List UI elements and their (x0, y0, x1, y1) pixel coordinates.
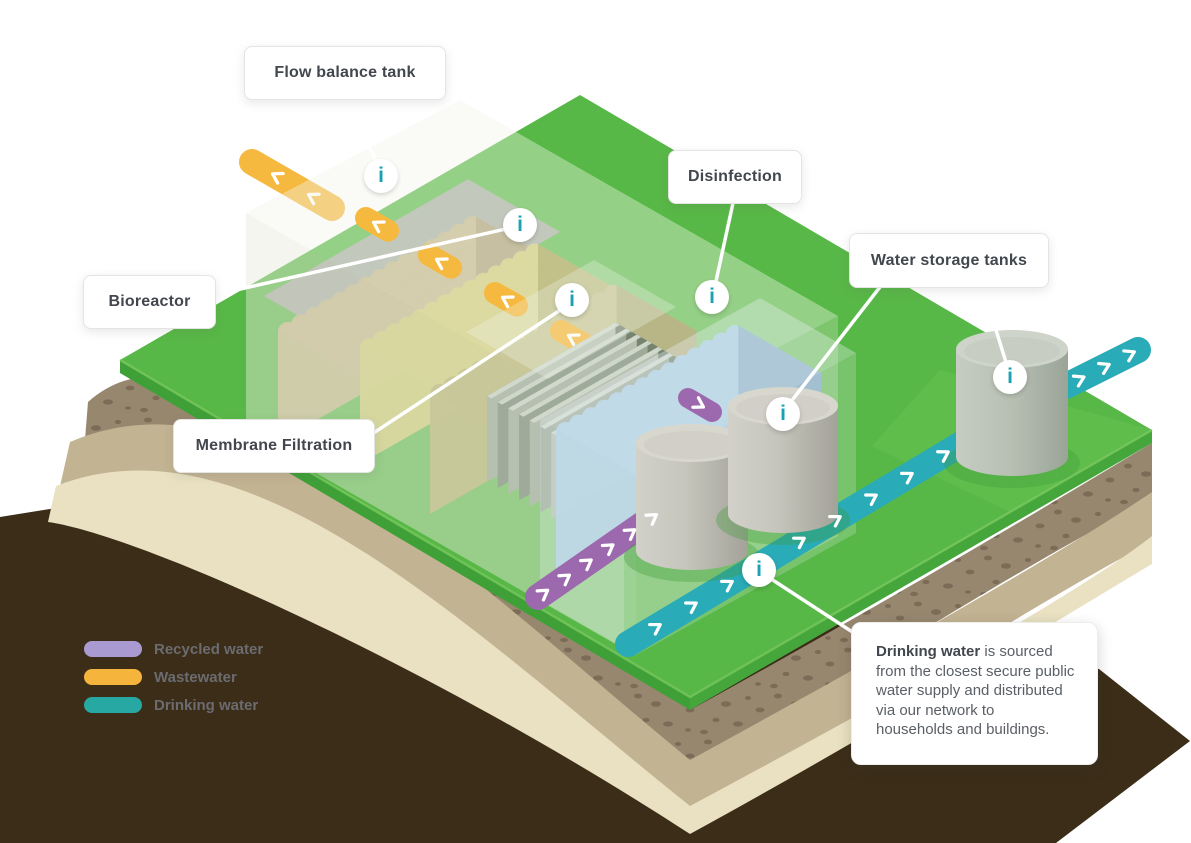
info-glyph: i (709, 284, 715, 308)
label-flow-balance-tank-text: Flow balance tank (274, 64, 416, 81)
label-disinfection-text: Disinfection (688, 168, 782, 185)
info-icon-drinking-water-pipe[interactable]: i (742, 553, 776, 587)
membrane-fin-top (508, 334, 642, 411)
flow-chevron (644, 513, 659, 526)
storage-tank-1-top-inner (644, 431, 740, 459)
flow-chevron (828, 514, 842, 528)
flow-chevron (622, 528, 637, 542)
soil-layer-tan (58, 424, 1152, 814)
recycled-water-stub (678, 388, 722, 422)
connector-line (981, 286, 1011, 374)
label-bioreactor-text: Bioreactor (108, 293, 191, 310)
connector-line (212, 224, 521, 297)
flow-chevron (535, 588, 550, 602)
wastewater-stub-pipe (550, 320, 594, 355)
info-icon-flow-balance-tank[interactable]: i (364, 159, 398, 193)
flow-chevron (371, 220, 386, 234)
legend-label: Wastewater (154, 668, 237, 686)
label-water-storage-tanks-text: Water storage tanks (870, 251, 1028, 269)
flow-chevron (936, 450, 950, 463)
flow-chevron (566, 333, 581, 347)
legend-label: Recycled water (154, 640, 264, 658)
info-icon-storage-tank-2[interactable]: i (993, 360, 1027, 394)
membrane-casing-top (466, 260, 676, 379)
connector-line (370, 301, 573, 436)
storage-tank-3-body (956, 349, 1068, 476)
membrane-fin-top (519, 340, 652, 417)
connector-line (711, 201, 735, 297)
label-bioreactor: Bioreactor (83, 275, 216, 329)
flow-chevron (900, 471, 914, 485)
tooltip-body-text: is sourced from the closest secure publi… (876, 643, 1075, 738)
drinking-water-pipe (615, 415, 1001, 657)
info-icon-bioreactor[interactable]: i (503, 208, 537, 242)
storage-tank-1-body (636, 443, 748, 570)
connector-line (781, 285, 882, 414)
tooltip-bold-text: Drinking water (876, 643, 981, 660)
info-glyph: i (517, 212, 523, 236)
drinking-water-tooltip: Drinking water is sourced from the close… (851, 622, 1098, 765)
disinfection-casing-front-left (540, 420, 636, 655)
info-icon-storage-tank-1[interactable]: i (766, 397, 800, 431)
flow-chevron (1097, 361, 1111, 375)
wastewater-stub-pipe (418, 244, 462, 279)
legend-label: Drinking water (154, 696, 259, 714)
legend-item-wastewater: Wastewater (84, 668, 263, 686)
info-glyph: i (780, 401, 786, 425)
membrane-fin-top (540, 352, 674, 429)
info-glyph: i (756, 557, 762, 581)
recycled-water-swatch (84, 641, 142, 657)
flow-chevron (600, 543, 615, 557)
connector-line (343, 97, 383, 172)
info-glyph: i (569, 287, 575, 311)
label-membrane-filtration: Membrane Filtration (173, 419, 375, 473)
legend: Recycled water Wastewater Drinking water (84, 641, 263, 725)
drinking-water-swatch (84, 697, 142, 713)
label-membrane-filtration-text: Membrane Filtration (195, 437, 353, 454)
flow-chevron (579, 558, 593, 572)
info-icon-disinfection[interactable]: i (695, 280, 729, 314)
flow-chevron (1071, 374, 1086, 388)
flow-chevron (648, 622, 662, 636)
membrane-fin-top (529, 346, 663, 423)
info-glyph: i (378, 163, 384, 187)
flow-chevron (792, 536, 806, 550)
info-glyph: i (1007, 364, 1013, 388)
wastewater-stub-pipe (355, 207, 399, 242)
flow-chevron (864, 493, 878, 507)
drinking-water-inlet-pipe (1053, 337, 1151, 399)
flow-chevron (306, 192, 321, 206)
disinfection-casing-top (540, 298, 856, 475)
flow-chevron (557, 573, 572, 587)
grass-front-right-face (690, 430, 1152, 710)
flow-chevron (684, 601, 698, 615)
storage-tank-2-body (728, 406, 838, 533)
wastewater-swatch (84, 669, 142, 685)
label-flow-balance-tank: Flow balance tank (244, 46, 446, 100)
flow-chevron (1122, 349, 1136, 363)
legend-item-drinking-water: Drinking water (84, 696, 263, 714)
soil-layer-cream (48, 470, 1152, 834)
membrane-fin-top (487, 322, 620, 399)
wastewater-inlet-pipe (239, 149, 345, 221)
flow-chevron (434, 257, 449, 271)
storage-tank-3-top-inner (964, 337, 1060, 365)
flow-chevron (720, 579, 734, 593)
label-disinfection: Disinfection (668, 150, 802, 204)
enclosure-front-left (246, 213, 624, 649)
label-water-storage-tanks: Water storage tanks (849, 233, 1049, 288)
wastewater-stub-pipe (484, 282, 528, 317)
legend-item-recycled-water: Recycled water (84, 640, 264, 658)
flow-chevron (691, 396, 706, 409)
flow-chevron (270, 171, 285, 185)
info-icon-membrane-filtration[interactable]: i (555, 283, 589, 317)
flow-chevron (500, 295, 515, 309)
membrane-fin-top (497, 328, 631, 405)
